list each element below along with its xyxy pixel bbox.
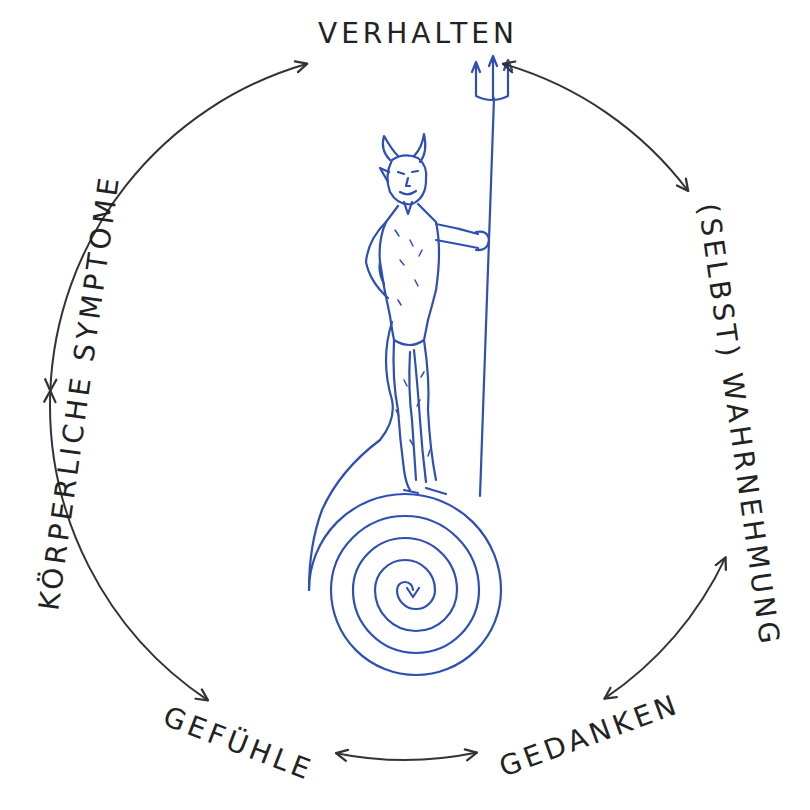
node-text: VERHALTEN <box>318 19 518 50</box>
cycle-label: KÖRPERLICHE SYMPTOME <box>34 172 126 612</box>
cycle-label: (SELBST) WAHRNEHMUNG <box>692 201 785 649</box>
devil-arms <box>366 222 489 298</box>
devil-face <box>380 168 418 214</box>
trident <box>472 56 512 496</box>
double-arrow <box>604 557 725 698</box>
double-arrow <box>503 64 688 191</box>
cycle-label: GEDANKEN <box>495 689 684 783</box>
spiral <box>309 494 501 675</box>
devil-tail <box>309 322 393 590</box>
node-text: GEFÜHLE <box>159 701 318 786</box>
node-text: GEDANKEN <box>495 689 684 783</box>
cycle-label: GEFÜHLE <box>159 701 318 786</box>
devil-figure <box>309 56 512 675</box>
node-text: (SELBST) WAHRNEHMUNG <box>692 201 785 649</box>
node-text: KÖRPERLICHE SYMPTOME <box>34 172 126 612</box>
spiral-arrowhead <box>407 588 419 597</box>
devil-body <box>380 204 439 320</box>
double-arrow <box>336 753 477 760</box>
cycle-label: VERHALTEN <box>318 19 518 50</box>
devil-fur <box>395 230 430 456</box>
